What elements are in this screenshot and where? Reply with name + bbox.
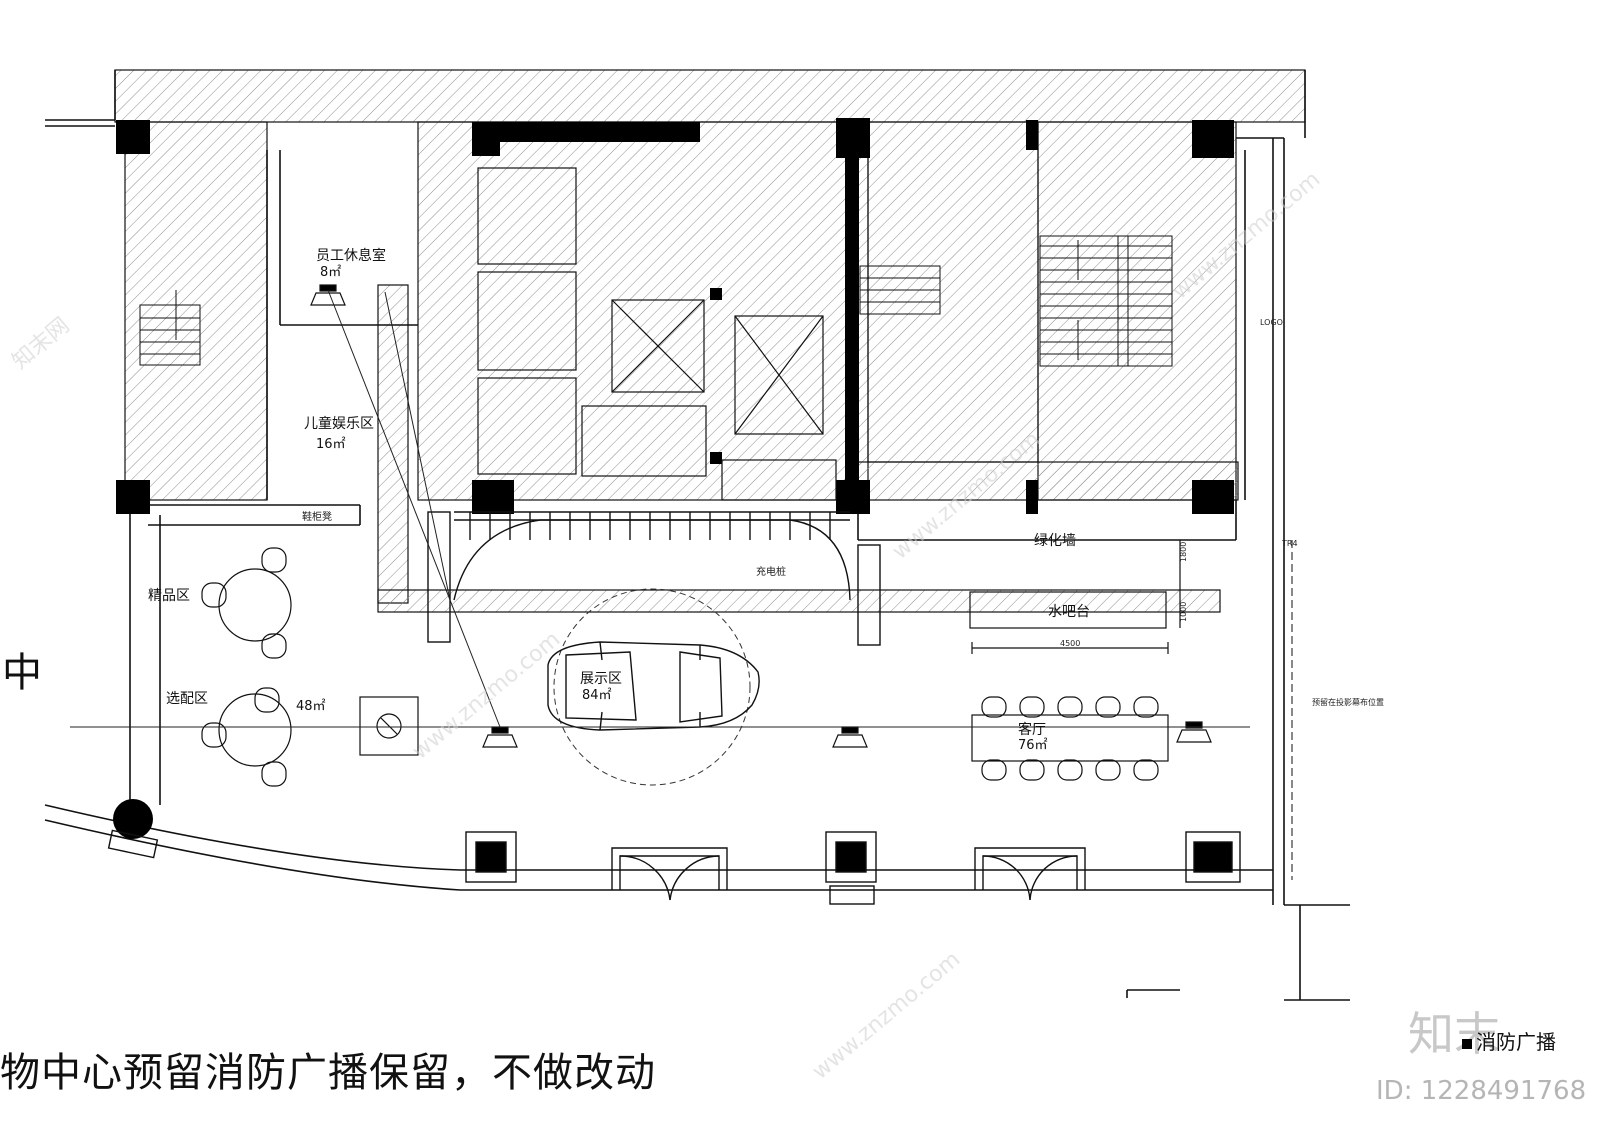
facade-columns [107,829,1241,905]
lounge-table [971,696,1169,781]
staff-room-area: 8㎡ [320,265,341,280]
labels: 员工休息室 8㎡ 儿童娱乐区 16㎡ 鞋柜凳 精品区 选配区 48㎡ 充电桩 绿… [148,247,1384,753]
table-set-top [201,547,292,659]
broadcast-wiring [70,289,1250,728]
legend-label: 消防广播 [1476,1030,1556,1054]
display-area: 84㎡ [582,688,612,703]
speaker-icon [482,726,518,748]
legend-fire-broadcast: 消防广播 [1462,1026,1556,1055]
speaker-icon [310,284,346,306]
lounge-area: 76㎡ [1018,738,1048,753]
plan-note: 物中心预留消防广播保留，不做改动 [0,1050,656,1096]
watermark-mark: 知末 [1408,1007,1500,1061]
dim-1000: 1000 [1179,602,1188,622]
speaker-icon [1176,721,1212,743]
display-enclosure [427,511,881,646]
lounge-label: 客厅 [1018,721,1046,738]
car-icon [547,641,760,731]
projection-strip [1283,540,1293,880]
display-turntable [553,588,751,786]
watermark-id: ID: 1228491768 [1376,1076,1587,1106]
water-bar-label: 水吧台 [1048,604,1090,620]
green-wall-label: 绿化墙 [1034,533,1076,549]
watermark-url: www.znzmo.com [808,947,965,1085]
front-facade [611,847,1086,901]
walls [44,70,1350,1001]
options-area: 48㎡ [296,699,326,714]
boutique-label: 精品区 [148,588,190,604]
hatched-areas [114,69,1306,613]
dim-4500: 4500 [1060,639,1080,648]
fixture-box [359,696,419,756]
projection-label: 预留在投影幕布位置 [1312,697,1384,707]
logo-label: LOGO [1260,318,1283,327]
elevator-shafts [477,167,837,501]
shoe-bench-label: 鞋柜凳 [302,510,332,523]
table-set-bottom [201,687,292,787]
tr4-label: TR4 [1281,539,1298,548]
display-label: 展示区 [580,671,622,687]
round-column [113,799,153,839]
stairs [139,235,1173,367]
kids-area-label: 儿童娱乐区 [304,415,374,432]
staff-room-label: 员工休息室 [316,247,386,264]
options-label: 选配区 [166,691,208,707]
edge-fragment-text: 中 [2,650,42,696]
watermark-brand: 知末网 [8,313,75,375]
water-bar-counter [969,540,1181,654]
columns [116,118,1234,514]
charging-label: 充电桩 [756,565,786,578]
dim-1800: 1800 [1179,542,1188,562]
kids-area-area: 16㎡ [316,437,346,452]
legend-swatch-icon [1462,1038,1472,1049]
speaker-icon [832,726,868,748]
